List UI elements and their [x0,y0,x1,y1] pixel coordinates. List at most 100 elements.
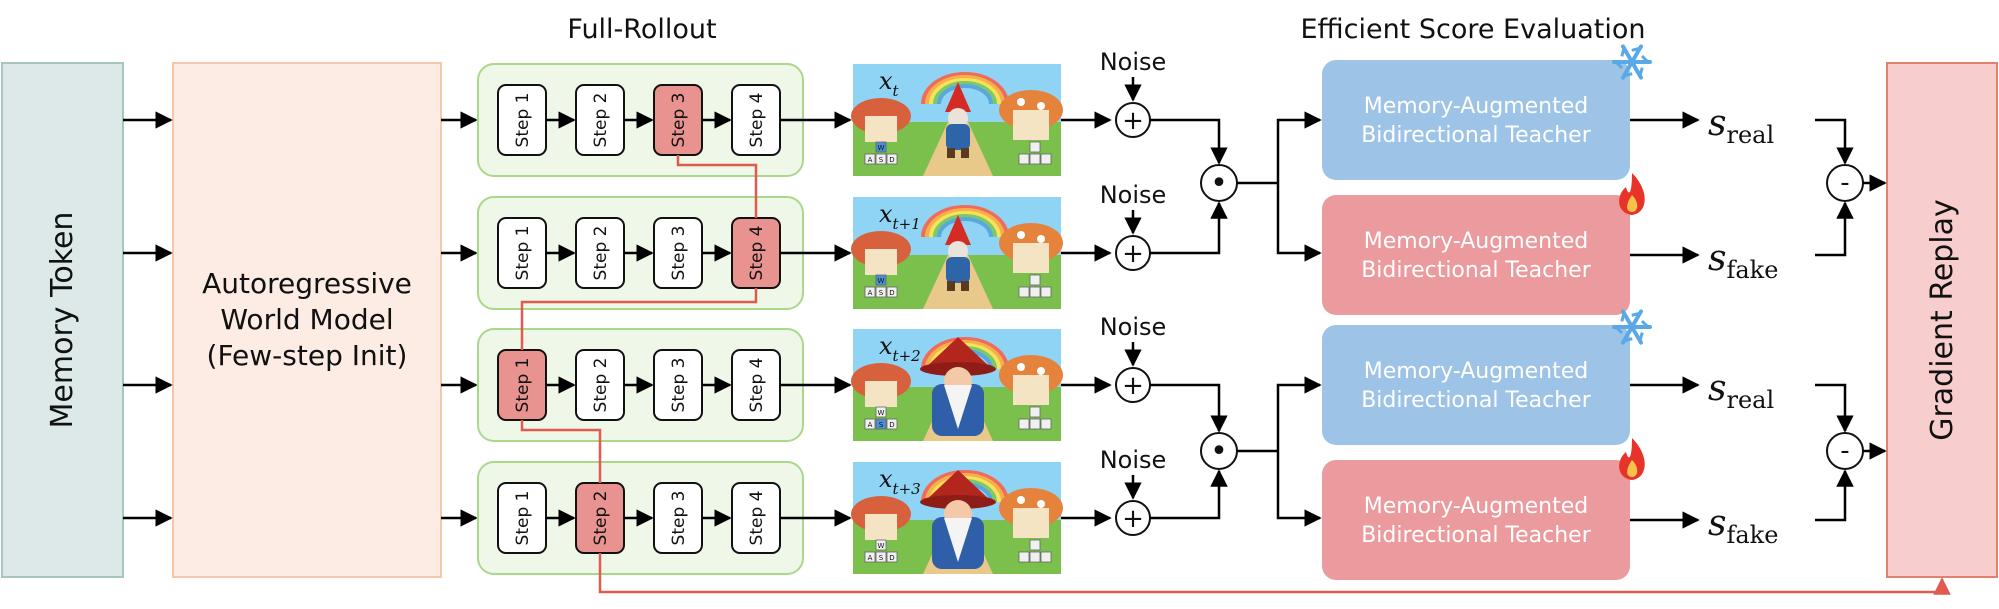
step-label: Step 4 [747,226,767,281]
mushroom-spot [1037,235,1045,243]
noise-label: Noise [1100,313,1167,341]
rainbow-arc [937,217,993,238]
wasd-key [886,153,898,165]
dot-symbol: • [1210,434,1228,469]
trace-segment [676,155,758,218]
wasd-key [886,286,898,298]
world-model-line-3: (Few-step Init) [207,339,408,372]
score-label-sub: real [1726,386,1774,414]
combine-arrow [1150,383,1228,433]
teacher-line-1: Memory-Augmented [1364,94,1589,119]
wizard-hat [924,337,992,369]
arrow-key [1029,539,1041,551]
plus-symbol: + [1122,106,1144,136]
frame-label: xt+3 [879,465,921,498]
teacher-line-1: Memory-Augmented [1364,229,1589,254]
gnome-hat [945,215,971,245]
score-label: sreal [1708,368,1774,414]
step-label: Step 4 [747,358,767,413]
rainbow-arc [921,337,1009,370]
gnome-head [948,108,968,128]
plus-symbol: + [1122,371,1144,401]
mushroom-house [1013,508,1049,538]
step-label: Step 3 [669,358,689,413]
flame-icon [1619,438,1645,480]
teacher-line-1: Memory-Augmented [1364,494,1589,519]
gradient-trace-path [520,155,1951,595]
rainbow-arc [937,84,993,105]
gnome-leg [947,148,955,158]
gnome-body [946,124,970,150]
wasd-key-label: W [878,144,885,152]
rainbow-arc [921,205,1009,238]
arrow-key [1029,274,1041,286]
teacher-box [1322,195,1630,315]
score-label-base: s [1708,368,1726,409]
frame-label: xt+1 [879,200,921,233]
wasd-key [875,141,887,153]
wasd-key [875,274,887,286]
gnome-leg [961,281,969,291]
teacher-line-2: Bidirectional Teacher [1361,123,1591,148]
real-to-minus-arrow [1815,118,1854,165]
trace-segment [520,420,602,483]
rainbow-arc [933,214,997,238]
score-label: sfake [1708,503,1778,549]
wasd-key-label: S [879,289,884,297]
teacher-box [1322,460,1630,580]
to-teacher-fake-arrow [1276,183,1322,262]
step-label: Step 3 [669,491,689,546]
arrow-key [1029,286,1041,298]
score-label-base: s [1708,503,1726,544]
wasd-key-label: W [878,409,885,417]
arrow-key [1040,153,1052,165]
wasd-key-label: W [878,542,885,550]
teacher-box [1322,325,1630,445]
combine-arrow [1150,118,1228,165]
gnome-leg [947,281,955,291]
wasd-key-label: A [868,554,873,562]
teacher-line-2: Bidirectional Teacher [1361,258,1591,283]
step-label: Step 3 [669,93,689,148]
arrow-key [1018,286,1030,298]
flame-icon [1619,173,1645,215]
fake-to-minus-arrow [1815,201,1854,257]
arrow-key [1040,418,1052,430]
wasd-key-label: A [868,289,873,297]
wasd-key-label: D [889,554,894,562]
plus-symbol: + [1122,504,1144,534]
wasd-key [875,551,887,563]
noise-label: Noise [1100,48,1167,76]
frame-label-sub: t+2 [893,347,921,365]
score-label: sfake [1708,238,1778,284]
step-label: Step 4 [747,93,767,148]
mushroom-spot [1017,98,1025,106]
wasd-key [875,418,887,430]
mushroom-house [1013,110,1049,140]
fake-to-minus-arrow [1815,469,1854,522]
noise-label: Noise [1100,446,1167,474]
mushroom-house [1013,375,1049,405]
frame-label-sub: t+3 [893,480,921,498]
minus-symbol: - [1840,436,1849,466]
score-evaluation-title: Efficient Score Evaluation [1300,14,1645,45]
wasd-key [875,153,887,165]
arrow-key [1018,418,1030,430]
wasd-key [886,418,898,430]
wizard-beard [944,518,972,562]
score-label: sreal [1708,103,1774,149]
minus-symbol: - [1840,168,1849,198]
step-label: Step 1 [513,358,533,413]
rainbow-arc [921,470,1009,503]
